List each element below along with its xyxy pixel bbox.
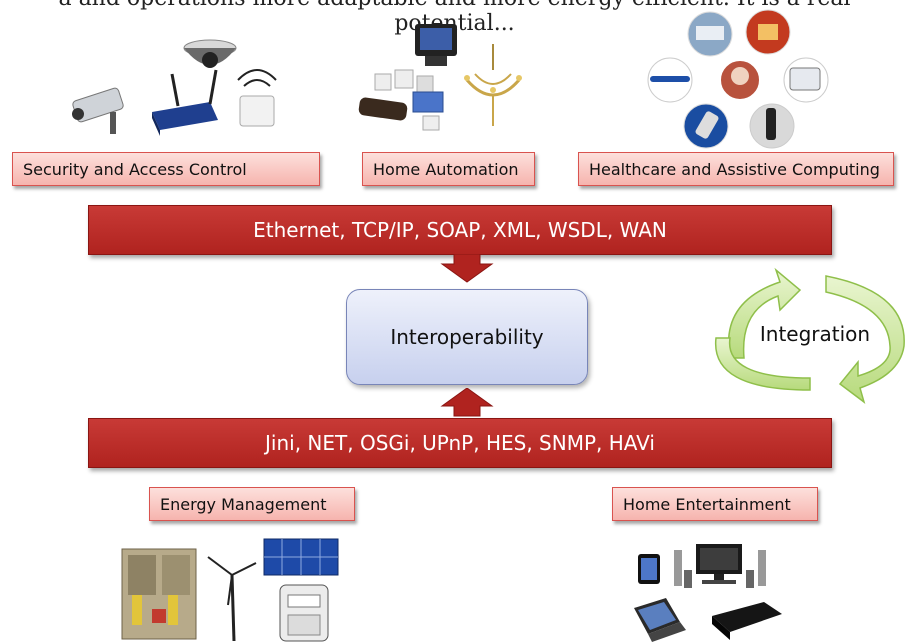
energy-devices-image — [121, 538, 339, 642]
touch-panel-icon — [415, 24, 457, 66]
top-protocol-bar-label: Ethernet, TCP/IP, SOAP, XML, WSDL, WAN — [253, 218, 667, 242]
chandelier-icon — [464, 44, 522, 126]
entertainment-devices-image — [634, 544, 782, 642]
wireless-access-point-icon — [237, 69, 277, 127]
television-icon — [696, 544, 742, 584]
cycle-arrow-right-icon — [825, 275, 905, 404]
category-home-automation: Home Automation — [362, 152, 535, 186]
game-console-icon — [712, 602, 782, 640]
category-entertainment-label: Home Entertainment — [623, 494, 791, 514]
bullet-camera-icon — [72, 87, 124, 134]
healthcare-collage-icon — [647, 9, 829, 149]
interoperability-label: Interoperability — [390, 325, 544, 349]
category-home-entertainment: Home Entertainment — [612, 487, 818, 521]
category-healthcare-assistive-computing: Healthcare and Assistive Computing — [578, 152, 894, 186]
solar-panel-icon — [263, 538, 339, 576]
category-home-automation-label: Home Automation — [373, 159, 519, 179]
bottom-protocol-bar: Jini, NET, OSGi, UPnP, HES, SNMP, HAVi — [88, 418, 832, 468]
category-energy-label: Energy Management — [160, 494, 327, 514]
top-protocol-bar: Ethernet, TCP/IP, SOAP, XML, WSDL, WAN — [88, 205, 832, 255]
electric-meter-icon — [279, 584, 329, 642]
laptop-icon — [634, 598, 686, 642]
dome-camera-icon — [183, 39, 237, 68]
home-controller-modules-icon — [358, 69, 444, 131]
router-icon — [152, 69, 218, 136]
interoperability-box: Interoperability — [346, 289, 588, 385]
cycle-arrow-lower-icon — [714, 337, 811, 391]
category-healthcare-label: Healthcare and Assistive Computing — [589, 159, 880, 179]
category-security-label: Security and Access Control — [23, 159, 247, 179]
down-arrow-icon — [440, 254, 494, 283]
speakers-icon — [674, 550, 766, 588]
wind-turbine-icon — [207, 556, 257, 642]
tablet-icon — [638, 554, 660, 584]
home-automation-devices-image — [358, 24, 522, 131]
category-security-access-control: Security and Access Control — [12, 152, 320, 186]
up-arrow-icon — [440, 388, 494, 417]
integration-label: Integration — [759, 322, 871, 346]
integration-cycle-arrows — [714, 267, 905, 404]
bottom-protocol-bar-label: Jini, NET, OSGi, UPnP, HES, SNMP, HAVi — [265, 431, 655, 455]
healthcare-devices-image — [647, 9, 829, 149]
fuel-cell-unit-icon — [121, 548, 197, 640]
cycle-arrow-upper-icon — [727, 267, 802, 359]
security-devices-image — [72, 39, 277, 136]
category-energy-management: Energy Management — [149, 487, 355, 521]
